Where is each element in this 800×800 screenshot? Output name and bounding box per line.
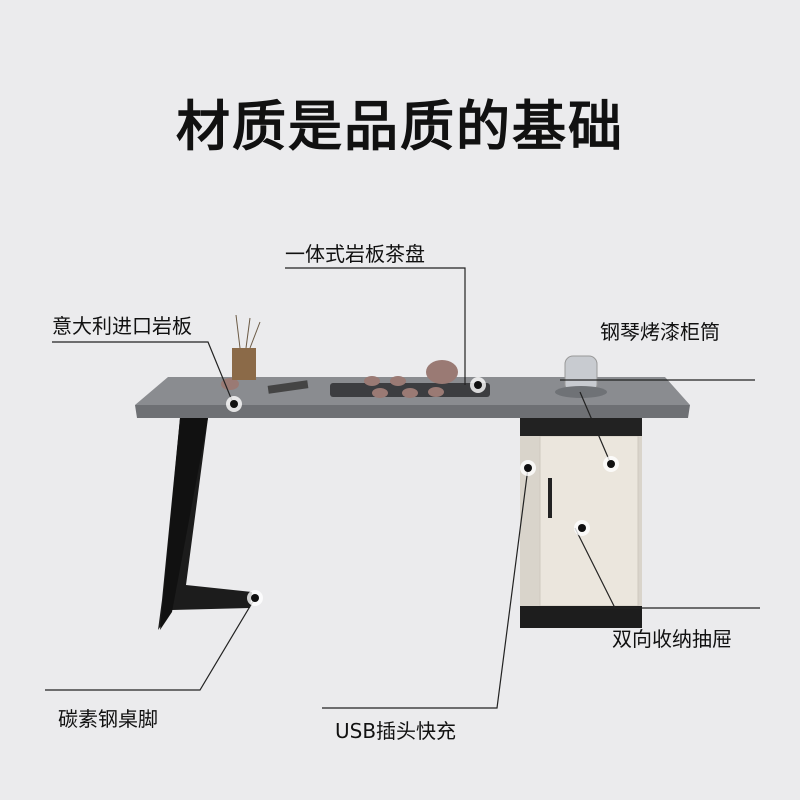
teapot (426, 360, 458, 384)
label-drawer: 双向收纳抽屉 (612, 627, 732, 651)
label-usb: USB插头快充 (335, 719, 457, 743)
label-slab: 意大利进口岩板 (52, 314, 192, 338)
label-legs: 碳素钢桌脚 (58, 707, 158, 731)
label-cabinet: 钢琴烤漆柜筒 (600, 320, 720, 344)
label-tea-tray: 一体式岩板茶盘 (285, 242, 425, 266)
page-title: 材质是品质的基础 (176, 95, 624, 158)
hotspot-markers (226, 377, 619, 606)
incense-holder (232, 348, 256, 380)
door-handle (548, 478, 552, 518)
cabinet-door (539, 435, 639, 607)
